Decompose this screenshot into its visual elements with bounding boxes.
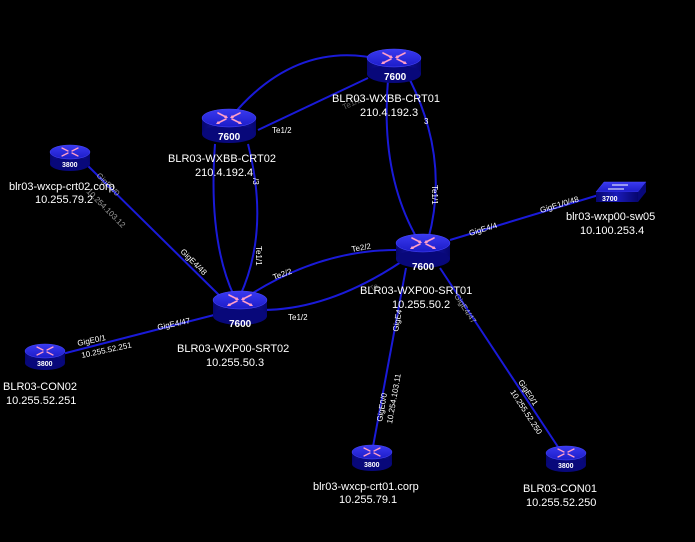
link-srt01-con01: [439, 267, 561, 451]
link-crt01-srt01-right: [409, 79, 437, 241]
link-crt02-crt01-te12: [257, 77, 369, 131]
port-label: Te2/2: [351, 242, 372, 254]
node-ip: 10.255.50.3: [206, 357, 264, 369]
node-wxp00-sw05[interactable]: 3700 blr03-wxp00-sw05 10.100.253.4: [566, 181, 655, 237]
node-name: BLR03-WXP00-SRT01: [360, 285, 472, 297]
node-wxbb-crt02[interactable]: 7600 BLR03-WXBB-CRT02 210.4.192.4: [168, 108, 276, 179]
node-name: BLR03-WXBB-CRT02: [168, 153, 276, 165]
node-ip: 10.255.79.1: [339, 494, 397, 506]
link-crt02-srt02-right: [239, 143, 259, 297]
port-label: GigE4/48: [179, 247, 209, 277]
node-name: BLR03-CON02: [3, 381, 77, 393]
model-label: 3800: [37, 361, 53, 368]
node-ip: 10.255.52.251: [6, 395, 76, 407]
link-srt02-con02: [61, 313, 219, 355]
link-srt02-wxcp02: [81, 159, 225, 301]
node-ip: 10.100.253.4: [580, 225, 644, 237]
link-crt02-srt02-left: [212, 143, 235, 297]
link-srt02-srt01-lower: [261, 259, 405, 311]
port-label: GigE4: [391, 308, 404, 332]
model-label: 7600: [218, 132, 241, 143]
port-label: GigE4/4: [468, 221, 499, 238]
node-ip: 210.4.192.3: [360, 107, 418, 119]
node-wxcp-crt01[interactable]: 3800 blr03-wxcp-crt01.corp 10.255.79.1: [313, 444, 419, 506]
node-name: blr03-wxcp-crt01.corp: [313, 481, 419, 493]
node-wxcp-crt02[interactable]: 3800 blr03-wxcp-crt02.corp 10.255.79.2: [9, 144, 115, 206]
model-label: 7600: [384, 72, 407, 83]
port-label: 3: [424, 117, 429, 126]
model-label: 3800: [364, 462, 380, 469]
node-name: BLR03-WXBB-CRT01: [332, 93, 440, 105]
model-label: 7600: [412, 262, 435, 273]
node-name: blr03-wxp00-sw05: [566, 211, 655, 223]
node-name: BLR03-WXP00-SRT02: [177, 343, 289, 355]
node-wxbb-crt01[interactable]: 7600 BLR03-WXBB-CRT01 210.4.192.3: [332, 48, 440, 119]
port-label: Te1/1: [430, 185, 439, 205]
node-con01[interactable]: 3800 BLR03-CON01 10.255.52.250: [523, 445, 597, 509]
node-ip: 10.255.50.2: [392, 299, 450, 311]
link-srt01-sw05: [449, 193, 603, 241]
links: [61, 54, 603, 453]
port-label: Te1/2: [272, 126, 292, 135]
node-name: blr03-wxcp-crt02.corp: [9, 181, 115, 193]
node-ip: 10.255.52.250: [526, 497, 596, 509]
node-wxp00-srt01[interactable]: 7600 BLR03-WXP00-SRT01 10.255.50.2: [360, 233, 472, 311]
port-label: Te1/2: [288, 313, 308, 322]
model-label: 3800: [558, 463, 574, 470]
link-srt01-wxcp01: [371, 267, 407, 453]
link-srt02-srt01-upper: [247, 249, 397, 297]
node-con02[interactable]: 3800 BLR03-CON02 10.255.52.251: [3, 343, 77, 407]
node-ip: 10.255.79.2: [35, 194, 93, 206]
port-labels: Te1/2 Te1/2 3 Te1/1 /3 Te1/1 Te2/2 Te2/2…: [77, 95, 581, 436]
model-label: 7600: [229, 319, 252, 330]
model-label: 3700: [602, 196, 618, 203]
model-label: 3800: [62, 162, 78, 169]
port-label: GigE4/47: [452, 292, 478, 325]
link-crt01-srt01-left: [385, 79, 419, 241]
port-label: GigE4/47: [157, 316, 192, 332]
port-label: Te1/1: [254, 246, 263, 266]
node-ip: 210.4.192.4: [195, 167, 253, 179]
node-name: BLR03-CON01: [523, 483, 597, 495]
port-label: /3: [251, 178, 260, 185]
port-label: Te2/2: [272, 267, 294, 282]
node-wxp00-srt02[interactable]: 7600 BLR03-WXP00-SRT02 10.255.50.3: [177, 290, 289, 369]
